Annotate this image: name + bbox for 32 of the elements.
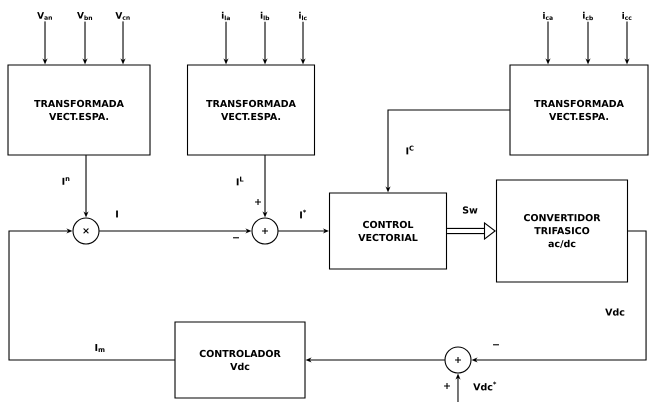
summing-junction: × bbox=[72, 217, 100, 245]
signal-label: i$_{cb}$ bbox=[583, 12, 593, 20]
edge-label: I bbox=[114, 210, 120, 218]
edge-label: I$^{*}$ bbox=[298, 208, 308, 220]
edge-label: I$^{C}$ bbox=[404, 144, 416, 156]
block-box: CONTROL VECTORIAL bbox=[328, 192, 448, 270]
signal-label: i$_{la}$ bbox=[222, 12, 230, 20]
edge-label: Sw bbox=[461, 205, 479, 215]
signal-label: i$_{lc}$ bbox=[299, 12, 307, 20]
edge-label: I$_{m}$ bbox=[94, 343, 106, 353]
summing-junction: + bbox=[251, 217, 279, 245]
block-box: CONTROLADOR Vdc bbox=[174, 321, 306, 399]
signal-label: V$_{bn}$ bbox=[77, 12, 92, 20]
signal-label: i$_{ca}$ bbox=[543, 12, 553, 20]
edge-label: Vdc$^{*}$ bbox=[472, 380, 498, 392]
arrow bbox=[8, 228, 174, 361]
block-box: TRANSFORMADA VECT.ESPA. bbox=[186, 64, 316, 156]
sign-label: − bbox=[233, 237, 239, 238]
block-box: CONVERTIDOR TRIFASICO ac/dc bbox=[496, 179, 628, 283]
sign-label: − bbox=[493, 344, 499, 346]
summing-junction: + bbox=[444, 346, 472, 374]
edge-label: I$^{L}$ bbox=[234, 176, 246, 186]
signal-label: i$_{cc}$ bbox=[622, 12, 632, 20]
signal-label: i$_{lb}$ bbox=[260, 12, 270, 20]
edge-label: Vdc bbox=[604, 307, 626, 317]
signal-label: V$_{cn}$ bbox=[115, 12, 130, 20]
sign-label: + bbox=[255, 199, 261, 205]
block-box: TRANSFORMADA VECT.ESPA. bbox=[509, 64, 649, 156]
signal-label: V$_{an}$ bbox=[37, 12, 52, 20]
block-box: TRANSFORMADA VECT.ESPA. bbox=[7, 64, 151, 156]
edge-label: I$^{n}$ bbox=[60, 176, 72, 186]
sign-label: + bbox=[444, 383, 450, 389]
